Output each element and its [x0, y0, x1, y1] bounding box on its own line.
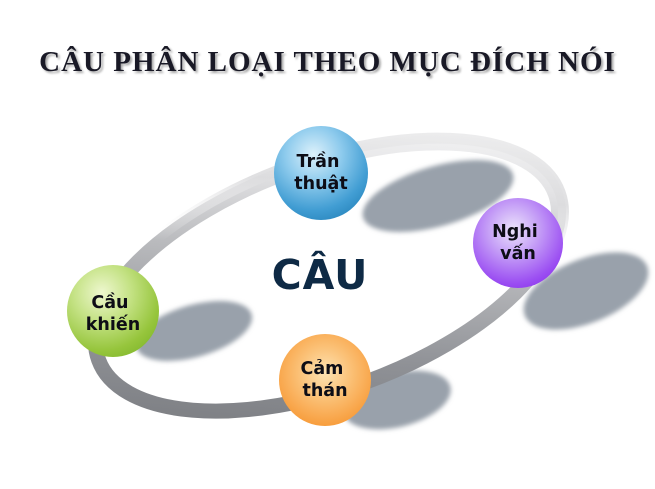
node-circle-nghi-van	[473, 198, 563, 288]
node-label-cau-khien: Cầu khiến	[86, 292, 140, 335]
node-label-cam-than: Cảm thán	[301, 359, 350, 401]
shadow-cau-khien	[135, 301, 253, 361]
node-tran-thuat: Trần thuật	[274, 126, 368, 220]
diagram-center-label: CÂU	[272, 251, 369, 299]
node-cam-than: Cảm thán	[279, 334, 371, 426]
shadow-tran-thuat	[362, 160, 514, 232]
node-label-nghi-van: Nghi vấn	[492, 222, 544, 264]
node-circle-cam-than	[279, 334, 371, 426]
node-label-tran-thuat: Trần thuật	[294, 151, 347, 194]
node-shadows	[135, 160, 649, 430]
node-circle-tran-thuat	[274, 126, 368, 220]
shadow-nghi-van	[523, 252, 649, 330]
node-cau-khien: Cầu khiến	[67, 265, 159, 357]
node-nghi-van: Nghi vấn	[473, 198, 563, 288]
node-circle-cau-khien	[67, 265, 159, 357]
slide-title: CÂU PHÂN LOẠI THEO MỤC ĐÍCH NÓI	[39, 46, 616, 78]
